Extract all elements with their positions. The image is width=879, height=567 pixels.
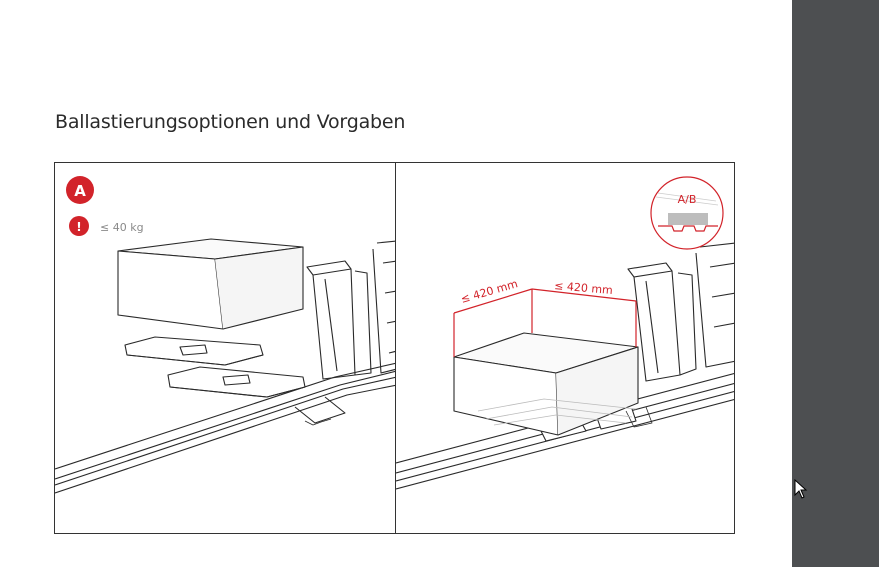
section-title: Ballastierungsoptionen und Vorgaben bbox=[55, 111, 406, 133]
weight-limit-label: ≤ 40 kg bbox=[100, 221, 144, 234]
mouse-cursor-icon bbox=[794, 479, 808, 499]
detail-callout: A/B bbox=[650, 176, 724, 250]
option-badge: A bbox=[66, 176, 94, 204]
panel-b-drawing: ≤ 420 mm ≤ 420 mm A/B bbox=[396, 176, 734, 490]
illustration-panel-b: ≤ 420 mm ≤ 420 mm A/B bbox=[395, 162, 735, 534]
module-frame-clamp bbox=[627, 242, 734, 382]
ballast-block bbox=[117, 238, 304, 330]
dimension-width-label: ≤ 420 mm bbox=[554, 279, 614, 297]
ballast-tray-upper bbox=[124, 336, 264, 366]
detail-label: A/B bbox=[678, 193, 697, 206]
side-panel bbox=[792, 0, 879, 567]
option-badge-letter: A bbox=[74, 182, 86, 200]
module-frame-clamp bbox=[306, 240, 395, 380]
illustration-panel-a: A ! ≤ 40 kg bbox=[54, 162, 396, 534]
panel-a-drawing: A ! ≤ 40 kg bbox=[55, 176, 395, 494]
document-page: Ballastierungsoptionen und Vorgaben bbox=[54, 111, 735, 534]
warning-icon: ! bbox=[69, 216, 89, 236]
dimension-lines bbox=[453, 288, 637, 357]
ballast-tray-lower bbox=[167, 366, 306, 398]
ballast-block bbox=[453, 332, 639, 436]
warning-symbol: ! bbox=[76, 220, 81, 234]
